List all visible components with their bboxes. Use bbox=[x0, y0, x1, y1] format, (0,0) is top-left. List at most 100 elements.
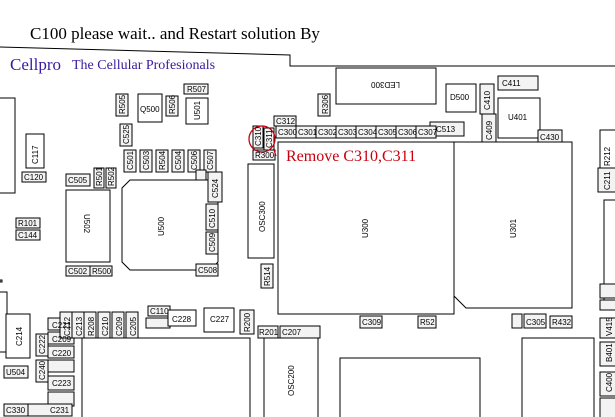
header-rule bbox=[0, 46, 615, 67]
label-r505: R505 bbox=[118, 94, 127, 114]
led300-body bbox=[335, 67, 437, 105]
page-title: C100 please wait.. and Restart solution … bbox=[30, 24, 320, 43]
label-u300: U300 bbox=[361, 218, 370, 238]
label-c220: C220 bbox=[52, 349, 72, 358]
label-c510: C510 bbox=[208, 208, 217, 228]
label-r500: R500 bbox=[92, 267, 112, 276]
c505-body bbox=[65, 173, 91, 187]
label-c212: C212 bbox=[63, 316, 72, 336]
label-u401: U401 bbox=[508, 113, 528, 122]
label-c209b: C209 bbox=[52, 335, 72, 344]
c120-body bbox=[21, 171, 47, 183]
label-r200: R200 bbox=[243, 312, 252, 332]
label-c120: C120 bbox=[24, 173, 44, 182]
label-c305: C305 bbox=[378, 128, 398, 137]
r505-body bbox=[115, 93, 129, 117]
label-r514: R514 bbox=[263, 266, 272, 286]
label-r501: R501 bbox=[95, 166, 104, 186]
label-c210: C210 bbox=[101, 316, 110, 336]
label-c310: C310 bbox=[254, 126, 263, 146]
label-r52: R52 bbox=[420, 318, 435, 327]
label-r504: R504 bbox=[158, 150, 167, 170]
label-c312: C312 bbox=[276, 117, 296, 126]
label-c509: C509 bbox=[208, 232, 217, 252]
label-c213: C213 bbox=[75, 316, 84, 336]
osc300-body bbox=[247, 163, 275, 259]
label-d500: D500 bbox=[450, 93, 470, 102]
label-c505: C505 bbox=[68, 176, 88, 185]
c524-body bbox=[207, 171, 223, 203]
label-r507: R507 bbox=[187, 85, 207, 94]
label-c110: C110 bbox=[150, 307, 169, 316]
label-c305b: C305 bbox=[526, 318, 546, 327]
label-c311: C311 bbox=[265, 129, 274, 148]
label-c221: C221 bbox=[52, 321, 72, 330]
osc200-body bbox=[263, 337, 319, 417]
label-c504: C504 bbox=[174, 150, 183, 170]
label-c117: C117 bbox=[31, 145, 40, 164]
label-u500: U500 bbox=[157, 216, 166, 236]
label-c525: C525 bbox=[122, 124, 131, 144]
label-osc300: OSC300 bbox=[258, 201, 267, 232]
label-r306: R306 bbox=[321, 94, 330, 114]
label-c240: C240 bbox=[38, 360, 47, 380]
c525-body bbox=[119, 123, 133, 147]
c411-body bbox=[497, 75, 539, 91]
label-u504: U504 bbox=[6, 368, 26, 377]
label-r208: R208 bbox=[87, 316, 96, 336]
label-c503: C503 bbox=[142, 150, 151, 170]
label-u501: U501 bbox=[193, 100, 202, 120]
label-c507: C507 bbox=[206, 150, 215, 170]
label-c307: C307 bbox=[418, 128, 438, 137]
label-v415: V415 bbox=[605, 317, 614, 336]
label-c207: C207 bbox=[282, 328, 302, 337]
label-c302: C302 bbox=[318, 128, 338, 137]
label-c309: C309 bbox=[362, 318, 382, 327]
u401-body bbox=[497, 97, 541, 139]
label-c231: C231 bbox=[50, 406, 70, 415]
label-c501: C501 bbox=[126, 150, 135, 170]
label-c227: C227 bbox=[210, 315, 230, 324]
label-c214: C214 bbox=[15, 326, 24, 346]
u301-body bbox=[453, 141, 573, 309]
label-c430: C430 bbox=[540, 133, 560, 142]
r300-body bbox=[252, 149, 276, 161]
label-c524: C524 bbox=[211, 178, 220, 198]
r506-body bbox=[165, 95, 179, 117]
label-r432: R432 bbox=[552, 318, 572, 327]
c214-body bbox=[5, 313, 31, 359]
repair-instruction: Remove C310,C311 bbox=[286, 148, 417, 165]
u500-body bbox=[121, 179, 219, 271]
c117-body bbox=[25, 133, 45, 169]
label-c513: C513 bbox=[436, 125, 456, 134]
label-c508: C508 bbox=[198, 266, 218, 275]
label-c205: C205 bbox=[129, 316, 138, 336]
label-r212: R212 bbox=[603, 146, 612, 166]
label-c400: C400 bbox=[605, 372, 614, 392]
label-r502: R502 bbox=[107, 166, 116, 186]
label-c502: C502 bbox=[68, 267, 88, 276]
label-c211: C211 bbox=[603, 171, 612, 190]
label-c411: C411 bbox=[502, 79, 521, 88]
label-c506: C506 bbox=[190, 150, 199, 170]
label-c222: C222 bbox=[38, 334, 47, 354]
highlight-tick bbox=[273, 149, 277, 157]
label-c306: C306 bbox=[398, 128, 418, 137]
left-edge-block bbox=[0, 97, 16, 194]
label-c301: C301 bbox=[298, 128, 318, 137]
label-u301: U301 bbox=[509, 218, 518, 238]
label-c330: C330 bbox=[6, 406, 26, 415]
q500-body bbox=[137, 93, 163, 123]
label-c409: C409 bbox=[485, 120, 494, 140]
label-c228: C228 bbox=[172, 315, 192, 324]
label-c223: C223 bbox=[52, 379, 72, 388]
brand-name: Cellpro bbox=[10, 55, 61, 74]
label-r506: R506 bbox=[168, 94, 177, 114]
label-r101: R101 bbox=[18, 219, 38, 228]
label-r300: R300 bbox=[255, 151, 275, 160]
label-osc200: OSC200 bbox=[287, 365, 296, 396]
u502-body bbox=[65, 189, 111, 263]
label-led300: LED300 bbox=[371, 80, 400, 89]
label-c209: C209 bbox=[115, 316, 124, 336]
